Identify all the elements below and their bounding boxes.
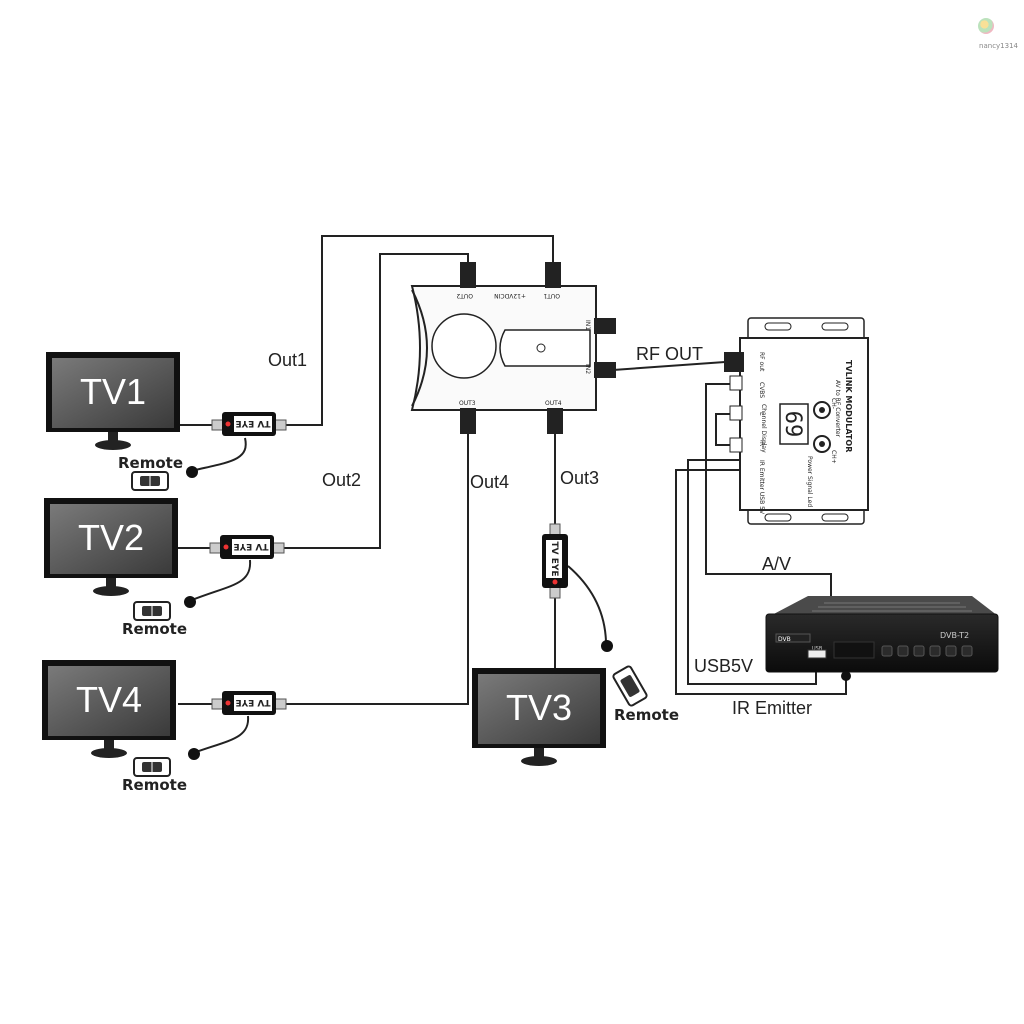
tv-4: TV4 [42,660,176,758]
svg-text:CH-: CH- [830,398,837,409]
svg-text:AV to RF Converter: AV to RF Converter [834,380,841,438]
port-out4-connector [547,408,563,434]
svg-text:DVB-T2: DVB-T2 [940,631,969,640]
svg-text:+12VDCIN: +12VDCIN [494,292,526,299]
remote-1-label: Remote [118,454,183,472]
svg-text:TV EYE: TV EYE [233,541,268,551]
svg-text:IR Emitter USB 5V: IR Emitter USB 5V [758,460,765,515]
remote-1 [131,471,169,491]
tv-eye-3: TV EYE [542,523,568,599]
svg-text:Power Signal Led: Power Signal Led [806,456,813,507]
svg-text:RF out: RF out [758,352,765,372]
tv-1: TV1 [46,352,180,450]
label-ir-emitter: IR Emitter [732,698,812,718]
remote-4-label: Remote [122,776,187,794]
cable-av [705,383,832,600]
splitter-hub: OUT2 +12VDCIN OUT1 OUT3 OUT4 IN1 IN2 [410,262,616,434]
svg-text:OUT2: OUT2 [456,292,473,299]
port-out2-connector [460,262,476,288]
ir-leads [191,437,607,753]
tv1-label: TV1 [80,371,146,412]
tv-eye-2: TV EYE [209,535,285,559]
cable-rf-out [612,361,726,371]
label-rf-out: RF OUT [636,344,703,364]
remote-3-label: Remote [614,706,679,724]
remote-2-label: Remote [122,620,187,638]
watermark-logo [978,18,994,34]
svg-text:CVBS: CVBS [758,382,765,398]
label-out1: Out1 [268,350,307,370]
port-out3-connector [460,408,476,434]
tv-3: TV3 [472,668,606,766]
svg-text:TVLINK MODULATOR: TVLINK MODULATOR [844,360,853,452]
svg-text:TV EYE: TV EYE [235,697,270,707]
label-usb5v: USB5V [694,656,753,676]
svg-text:Channel Display: Channel Display [760,404,767,453]
svg-text:DVB: DVB [778,636,791,643]
tv-2: TV2 [44,498,178,596]
cable-out4 [282,430,469,705]
svg-text:IN1: IN1 [584,320,591,330]
tvlink-modulator: 69 TVLINK MODULATOR AV to RF Converter C… [724,317,869,525]
label-out4: Out4 [470,472,509,492]
label-out2: Out2 [322,470,361,490]
tv4-label: TV4 [76,679,142,720]
port-in2-connector [594,362,616,378]
set-top-box: DVB USB DVB-T2 [765,596,999,673]
channel-display [779,403,809,445]
cable-out1 [285,235,554,426]
label-out3: Out3 [560,468,599,488]
svg-text:OUT3: OUT3 [459,400,476,407]
svg-text:69: 69 [780,411,805,438]
modulator-rf-connector [724,352,744,372]
svg-text:OUT4: OUT4 [545,400,562,407]
port-out1-connector [545,262,561,288]
label-av: A/V [762,554,791,574]
cable-usb5v [687,459,817,685]
remote-3 [612,665,648,707]
svg-text:TV EYE: TV EYE [235,418,270,428]
svg-text:CH+: CH+ [830,450,837,464]
cable-ir [675,469,847,695]
svg-text:IN2: IN2 [584,364,591,374]
tv3-label: TV3 [506,687,572,728]
tv-eye-4: TV EYE [211,691,287,715]
remote-4 [133,757,171,777]
svg-text:R: R [758,442,765,446]
watermark-text: nancy1314 [979,42,1018,50]
tv-eye-1: TV EYE [211,412,287,436]
svg-text:L: L [758,412,765,416]
cables [178,235,847,705]
svg-text:USB: USB [812,646,823,652]
stb-usb-port[interactable] [807,649,827,659]
remote-2 [133,601,171,621]
port-in1-connector [594,318,616,334]
svg-text:OUT1: OUT1 [543,292,560,299]
svg-text:TV EYE: TV EYE [549,541,559,576]
cable-out2 [280,253,469,549]
tv2-label: TV2 [78,517,144,558]
